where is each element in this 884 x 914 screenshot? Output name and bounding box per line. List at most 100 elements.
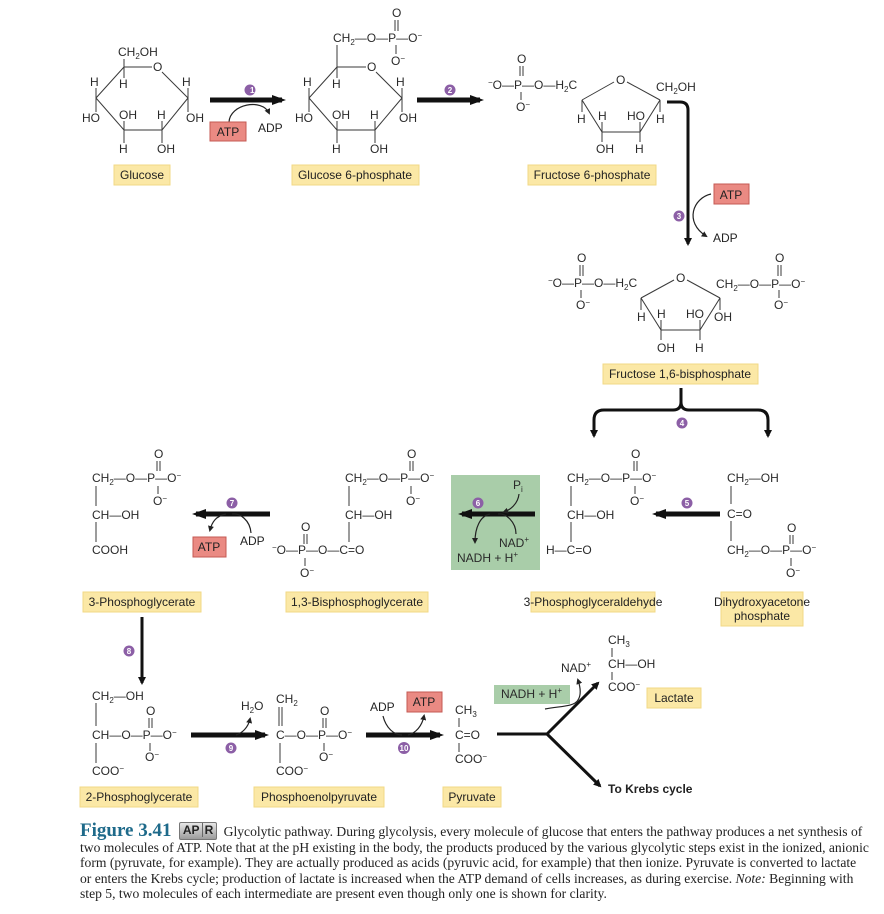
svg-text:ATP: ATP — [217, 125, 239, 139]
pyruvate-fork: NADH + H+ NAD+ To Krebs cycle — [494, 660, 693, 796]
svg-text:ATP: ATP — [720, 188, 742, 202]
glucose-6-phosphate-structure: CH2—O—P—O− O O− O H HO H H OH OH H H OH — [295, 6, 422, 156]
svg-text:O: O — [407, 447, 416, 461]
svg-text:H: H — [90, 75, 99, 89]
caption-note-label: Note: — [735, 870, 766, 886]
step-1-badge — [244, 84, 256, 96]
fructose-1-6-bisphosphate-structure: O −O—P—O—H2C O− O CH2—O—P—O− O O− H OH H… — [548, 251, 805, 355]
svg-text:H: H — [182, 75, 191, 89]
svg-text:CH2—OH: CH2—OH — [92, 689, 144, 705]
nadh-box-lactate — [494, 685, 570, 704]
svg-text:CH—OH: CH—OH — [92, 508, 139, 522]
svg-text:O: O — [320, 704, 329, 718]
svg-text:i: i — [521, 485, 523, 494]
svg-text:O: O — [146, 704, 155, 718]
svg-text:HO: HO — [295, 111, 313, 125]
svg-text:−O—P—O—H2C: −O—P—O—H2C — [488, 78, 577, 94]
svg-text:COO−: COO− — [608, 680, 640, 694]
pep-label: Phosphoenolpyruvate — [253, 786, 385, 808]
svg-text:OH: OH — [119, 108, 137, 122]
svg-text:6: 6 — [476, 499, 481, 508]
svg-text:H: H — [577, 112, 586, 126]
svg-text:1,3-Bisphosphoglycerate: 1,3-Bisphosphoglycerate — [291, 595, 423, 609]
svg-text:ADP: ADP — [370, 700, 395, 714]
svg-text:O−: O− — [391, 54, 405, 68]
glucose-label-text: Glucose — [120, 168, 164, 182]
glycolysis-diagram: CH2OH O H HO H H OH OH H H OH Glucose 1 … — [79, 6, 816, 808]
glucose-label: Glucose — [113, 164, 171, 186]
caption-note: Beginning with step 5, two molecules of … — [80, 870, 854, 902]
svg-text:−O—P—O—C=O: −O—P—O—C=O — [272, 543, 364, 557]
svg-text:H: H — [695, 341, 704, 355]
svg-text:OH: OH — [186, 111, 204, 125]
svg-text:phosphate: phosphate — [734, 609, 790, 623]
bpg-label: 1,3-Bisphosphoglycerate — [285, 591, 429, 613]
step-5-reaction: 5 — [652, 497, 720, 519]
svg-text:C=O: C=O — [455, 728, 480, 742]
svg-text:OH: OH — [332, 108, 350, 122]
svg-text:Dihydroxyacetone: Dihydroxyacetone — [714, 595, 810, 609]
svg-text:O−: O− — [300, 566, 314, 580]
svg-text:7: 7 — [230, 499, 235, 508]
svg-text:ATP: ATP — [198, 540, 220, 554]
svg-text:P: P — [513, 478, 521, 492]
svg-text:CH2—O—P—O−: CH2—O—P—O− — [333, 31, 422, 47]
step-2-reaction: 2 — [417, 84, 484, 105]
svg-text:OH: OH — [157, 142, 175, 156]
svg-text:OH: OH — [714, 310, 732, 324]
svg-text:COO−: COO− — [276, 764, 308, 778]
svg-text:O−: O− — [319, 750, 333, 764]
svg-text:O−: O− — [576, 298, 590, 312]
svg-text:CH2—OH: CH2—OH — [727, 471, 779, 487]
svg-text:H: H — [635, 142, 644, 156]
svg-text:O−: O− — [145, 750, 159, 764]
svg-text:OH: OH — [399, 111, 417, 125]
svg-text:O−: O− — [630, 494, 644, 508]
svg-text:5: 5 — [685, 499, 690, 508]
step-7-reaction: 7 ATP ADP — [192, 497, 270, 558]
svg-text:C—O—P—O−: C—O—P—O− — [276, 728, 352, 742]
2pg-label: 2-Phosphoglycerate — [79, 786, 199, 808]
svg-text:O: O — [392, 6, 401, 20]
svg-text:9: 9 — [229, 744, 234, 753]
svg-text:O: O — [616, 73, 625, 87]
g3p-label: 3-Phosphoglyceraldehyde — [524, 591, 663, 613]
svg-text:H: H — [637, 310, 646, 324]
svg-text:O−: O− — [406, 494, 420, 508]
svg-text:O−: O− — [774, 298, 788, 312]
svg-text:CH—OH: CH—OH — [345, 508, 392, 522]
svg-text:H: H — [332, 77, 341, 91]
svg-text:O−: O− — [786, 566, 800, 580]
svg-text:1: 1 — [250, 86, 255, 95]
3pg-label: 3-Phosphoglycerate — [82, 591, 202, 613]
svg-text:3: 3 — [677, 212, 682, 221]
svg-text:O: O — [154, 447, 163, 461]
svg-text:ADP: ADP — [240, 534, 265, 548]
svg-text:H—C=O: H—C=O — [546, 543, 592, 557]
step-3-reaction: 3 ATP ADP — [667, 100, 750, 246]
svg-text:H: H — [119, 77, 128, 91]
svg-text:O: O — [577, 251, 586, 265]
pyruvate-structure: CH3 C=O COO− — [455, 703, 487, 766]
atp-box-step-1 — [209, 121, 247, 142]
dhap-label: Dihydroxyacetone phosphate — [714, 591, 810, 627]
svg-text:HO: HO — [82, 111, 100, 125]
svg-text:NAD+: NAD+ — [561, 660, 591, 675]
svg-text:OH: OH — [657, 341, 675, 355]
svg-text:−O—P—O—H2C: −O—P—O—H2C — [548, 276, 637, 292]
svg-text:CH—OH: CH—OH — [608, 657, 655, 671]
svg-text:Lactate: Lactate — [654, 691, 694, 705]
svg-text:CH2OH: CH2OH — [656, 80, 696, 96]
2pg-structure: CH2—OH O CH—O—P—O− O− COO− — [92, 689, 177, 778]
svg-text:Fructose 6-phosphate: Fructose 6-phosphate — [534, 168, 651, 182]
step-6-reaction: 6 P i NAD+ NADH + H+ — [451, 475, 540, 570]
svg-text:CH2: CH2 — [276, 692, 298, 708]
svg-text:4: 4 — [680, 419, 685, 428]
pep-structure: CH2 O C—O—P—O− O− COO− — [276, 692, 352, 778]
lactate-structure: CH3 CH—OH COO− — [608, 633, 655, 694]
svg-text:CH3: CH3 — [608, 633, 630, 649]
svg-text:NADH + H+: NADH + H+ — [501, 686, 562, 701]
water: H2O — [241, 699, 263, 715]
